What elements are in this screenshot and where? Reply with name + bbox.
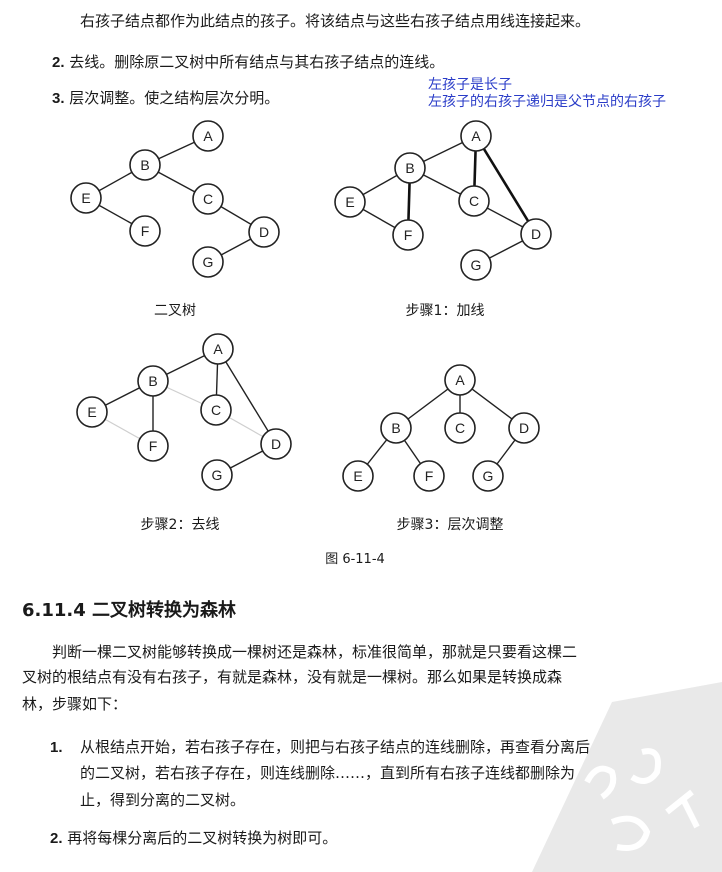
section-step-2-text: 再将每棵分离后的二叉树转换为树即可。 [67,829,338,847]
tree-2-node-b: B [394,152,426,184]
tree-4-label-d: D [519,420,529,436]
tree-4-node-a: A [444,364,476,396]
tree-3-label-a: A [213,341,223,357]
section-step-1-line-2: 的二叉树，若右孩子存在，则连线删除……，直到所有右孩子连线都删除为 [80,764,576,782]
section-title: 6.11.4 二叉树转换为森林 [22,600,237,621]
tree-4-label-e: E [353,468,362,484]
tree-3-node-b: B [137,365,169,397]
tree-4-node-f: F [413,460,445,492]
tree-3-label-c: C [211,402,221,418]
tree-3-remove-lines: A B C D E F G [76,333,292,491]
section-step-1-number: 1. [50,738,63,757]
tree-2-add-lines: A B C D E F G [334,120,552,281]
annotation-line-2: 左孩子的右孩子递归是父节点的右孩子 [428,94,666,110]
tree-1-label-g: G [203,254,214,270]
tree-1-node-g: G [192,246,224,278]
tree-3-node-g: G [201,459,233,491]
step-3-text: 层次调整。使之结构层次分明。 [69,89,280,107]
tree-1-label-d: D [259,224,269,240]
tree-3-node-f: F [137,430,169,462]
tree-1-binary: A B C D E F G [70,120,280,278]
tree-4-label-c: C [455,420,465,436]
step-2-line: 2. 去线。删除原二叉树中所有结点与其右孩子结点的连线。 [52,53,444,72]
tree-2-label-a: A [471,128,481,144]
tree-3-label-e: E [87,404,96,420]
tree-1-label-b: B [140,157,149,173]
tree-4-level-adjust: A B C D E F G [342,364,540,492]
section-step-2-line: 2. 再将每棵分离后的二叉树转换为树即可。 [50,829,337,848]
figure-caption: 图 6-11-4 [325,552,385,567]
section-step-1-line-1: 从根结点开始，若右孩子存在，则把与右孩子结点的连线删除，再查看分离后 [80,738,591,756]
tree-2-node-g: G [460,249,492,281]
tree-4-caption: 步骤3：层次调整 [396,517,504,533]
tree-1-node-c: C [192,183,224,215]
section-step-2-num: 2. [50,830,63,847]
section-para-line-1: 判断一棵二叉树能够转换成一棵树还是森林，标准很简单，那就是只要看这棵二 [52,643,578,661]
tree-4-node-b: B [380,412,412,444]
tree-4-label-b: B [391,420,400,436]
tree-4-node-d: D [508,412,540,444]
section-para-line-3: 林，步骤如下： [22,695,128,713]
tree-2-node-d: D [520,218,552,250]
tree-3-label-d: D [271,436,281,452]
tree-2-label-g: G [471,257,482,273]
tree-1-label-a: A [203,128,213,144]
tree-4-node-e: E [342,460,374,492]
step-3-line: 3. 层次调整。使之结构层次分明。 [52,89,279,108]
tree-2-node-e: E [334,186,366,218]
tree-4-node-c: C [444,412,476,444]
tree-1-caption: 二叉树 [154,303,196,319]
tree-1-node-b: B [129,149,161,181]
tree-2-caption: 步骤1：加线 [405,303,485,319]
tree-1-label-f: F [141,223,150,239]
tree-4-label-f: F [425,468,434,484]
section-step-1-num: 1. [50,739,63,756]
tree-3-node-a: A [202,333,234,365]
tree-4-label-g: G [483,468,494,484]
tree-2-label-c: C [469,193,479,209]
tree-1-node-f: F [129,215,161,247]
tree-2-label-b: B [405,160,414,176]
tree-3-node-e: E [76,396,108,428]
top-line-1: 右孩子结点都作为此结点的孩子。将该结点与这些右孩子结点用线连接起来。 [80,12,591,30]
tree-3-label-f: F [149,438,158,454]
tree-2-node-a: A [460,120,492,152]
tree-3-node-d: D [260,428,292,460]
tree-2-label-d: D [531,226,541,242]
tree-2-node-c: C [458,185,490,217]
tree-1-label-e: E [81,190,90,206]
tree-1-node-d: D [248,216,280,248]
step-2-text: 去线。删除原二叉树中所有结点与其右孩子结点的连线。 [69,53,445,71]
tree-3-node-c: C [200,394,232,426]
section-para-line-2: 叉树的根结点有没有右孩子，有就是森林，没有就是一棵树。那么如果是转换成森 [22,668,563,686]
section-step-1-line-3: 止，得到分离的二叉树。 [80,791,246,809]
tree-1-label-c: C [203,191,213,207]
tree-3-caption: 步骤2：去线 [140,517,220,533]
tree-3-label-b: B [148,373,157,389]
tree-1-node-e: E [70,182,102,214]
tree-2-label-f: F [404,227,413,243]
annotation-line-1: 左孩子是长子 [428,77,512,93]
tree-4-node-g: G [472,460,504,492]
tree-1-node-a: A [192,120,224,152]
tree-4-label-a: A [455,372,465,388]
tree-2-label-e: E [345,194,354,210]
tree-3-label-g: G [212,467,223,483]
tree-2-node-f: F [392,219,424,251]
watermark-seal [532,682,722,872]
step-2-number: 2. [52,54,65,71]
step-3-number: 3. [52,90,65,107]
